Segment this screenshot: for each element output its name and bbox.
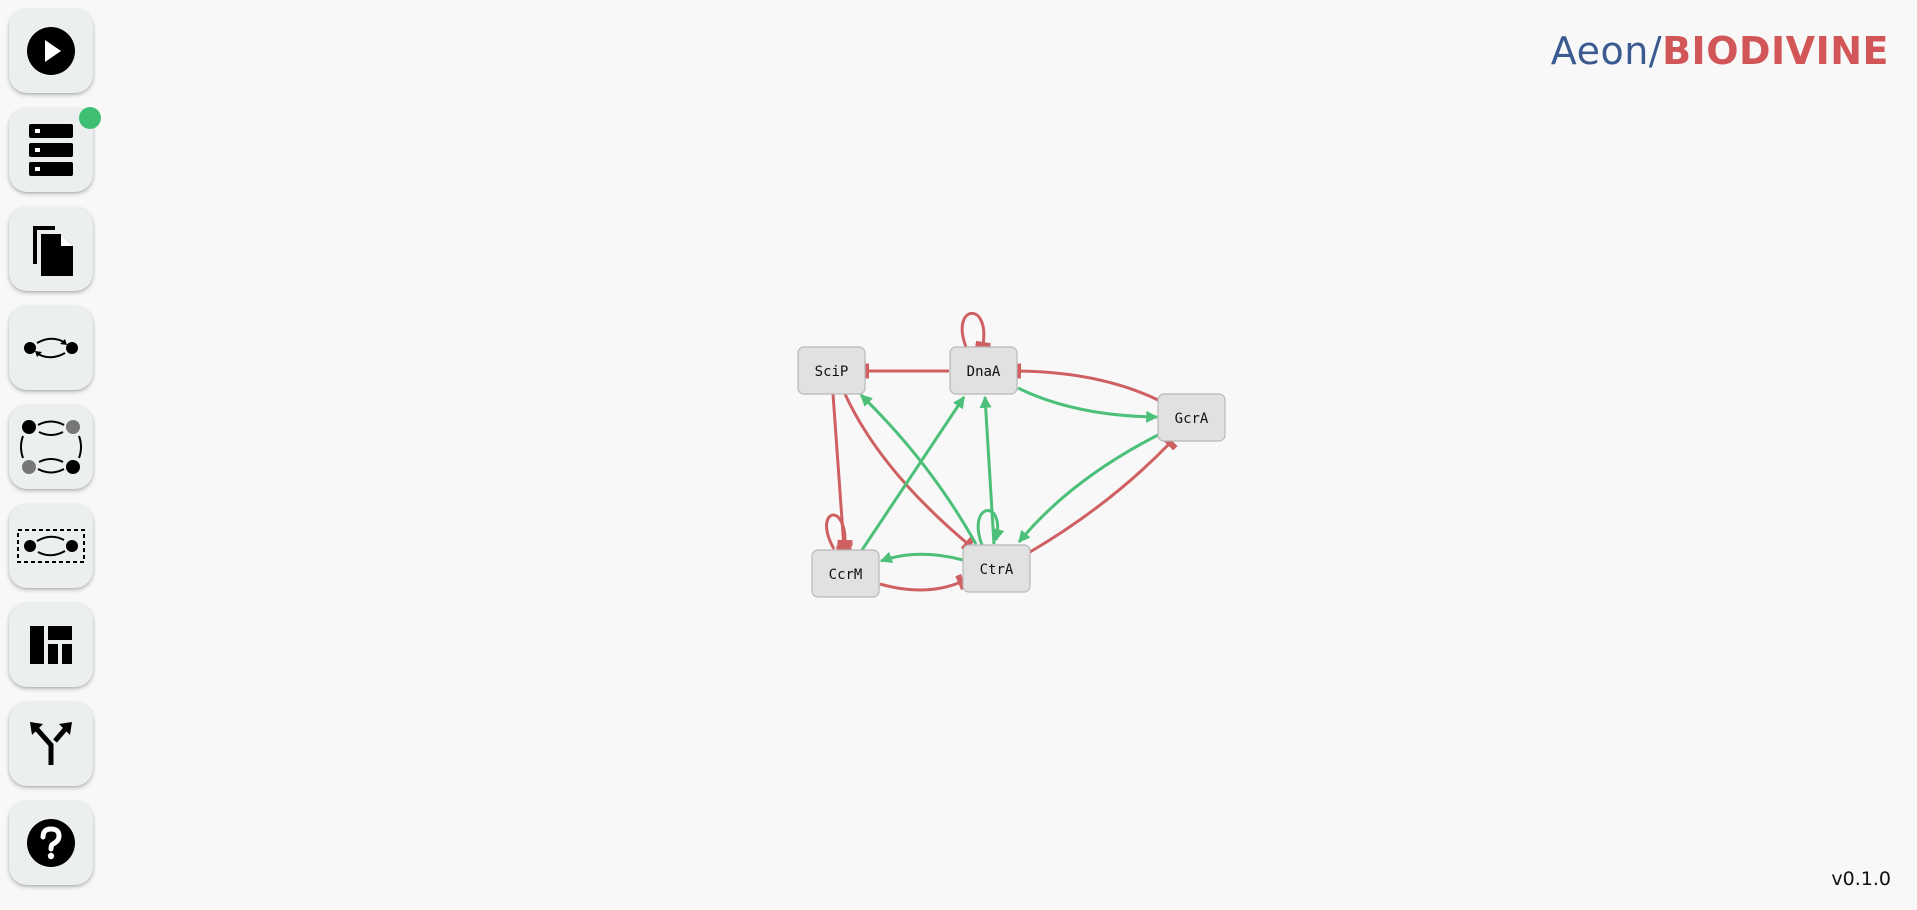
node-label-scip: SciP bbox=[815, 364, 849, 380]
edge-ctra-ccrm[interactable] bbox=[879, 551, 964, 564]
version-label: v0.1.0 bbox=[1831, 868, 1891, 890]
network-view-button[interactable] bbox=[9, 405, 93, 489]
logo-prefix: Aeon/ bbox=[1550, 29, 1663, 73]
logo-brand: BIODIVINE bbox=[1662, 29, 1889, 73]
model-editor-button[interactable] bbox=[9, 306, 93, 390]
edge-ctra-self[interactable] bbox=[976, 509, 1005, 546]
cycle-network-icon bbox=[20, 420, 82, 474]
edge-ctra-dnaa[interactable] bbox=[979, 395, 996, 545]
files-icon bbox=[33, 226, 73, 276]
connection-status-indicator bbox=[79, 107, 101, 129]
branching-button[interactable] bbox=[9, 702, 93, 786]
selection-button[interactable] bbox=[9, 504, 93, 588]
edge-scip-ctra[interactable] bbox=[843, 393, 976, 552]
edge-ccrm-ctra[interactable] bbox=[879, 573, 967, 592]
edge-gcra-ctra[interactable] bbox=[1017, 433, 1159, 543]
edge-dnaa-gcra[interactable] bbox=[1017, 386, 1159, 423]
node-dnaa[interactable]: DnaA bbox=[949, 346, 1018, 395]
edges-layer bbox=[825, 311, 1178, 592]
edge-ccrm-dnaa[interactable] bbox=[860, 396, 966, 551]
node-ctra[interactable]: CtrA bbox=[962, 544, 1031, 593]
node-label-dnaa: DnaA bbox=[967, 364, 1001, 380]
nodes-layer: SciP DnaA GcrA CcrM CtrA bbox=[797, 346, 1226, 598]
play-icon bbox=[27, 27, 75, 75]
node-label-ccrm: CcrM bbox=[829, 567, 863, 583]
edge-swap-icon bbox=[24, 337, 78, 359]
edge-ctra-scip[interactable] bbox=[859, 393, 978, 545]
run-analysis-button[interactable] bbox=[9, 9, 93, 93]
compute-engine-button[interactable] bbox=[9, 108, 93, 192]
node-scip[interactable]: SciP bbox=[797, 346, 866, 395]
node-label-gcra: GcrA bbox=[1175, 411, 1209, 427]
layout-button[interactable] bbox=[9, 603, 93, 687]
edge-dnaa-self[interactable] bbox=[960, 311, 991, 350]
help-icon bbox=[27, 819, 75, 867]
node-gcra[interactable]: GcrA bbox=[1157, 393, 1226, 442]
server-icon bbox=[29, 124, 73, 176]
edge-ccrm-self[interactable] bbox=[825, 513, 853, 550]
dashboard-layout-icon bbox=[30, 626, 72, 664]
app-logo: Aeon/BIODIVINE bbox=[1551, 28, 1889, 74]
edge-gcra-dnaa[interactable] bbox=[1014, 363, 1159, 402]
fork-arrow-icon bbox=[30, 722, 72, 765]
node-label-ctra: CtrA bbox=[980, 562, 1014, 578]
edge-ctra-gcra[interactable] bbox=[1029, 435, 1178, 554]
help-button[interactable] bbox=[9, 801, 93, 885]
import-export-button[interactable] bbox=[9, 207, 93, 291]
selection-edge-icon bbox=[17, 529, 85, 563]
node-ccrm[interactable]: CcrM bbox=[811, 549, 880, 598]
